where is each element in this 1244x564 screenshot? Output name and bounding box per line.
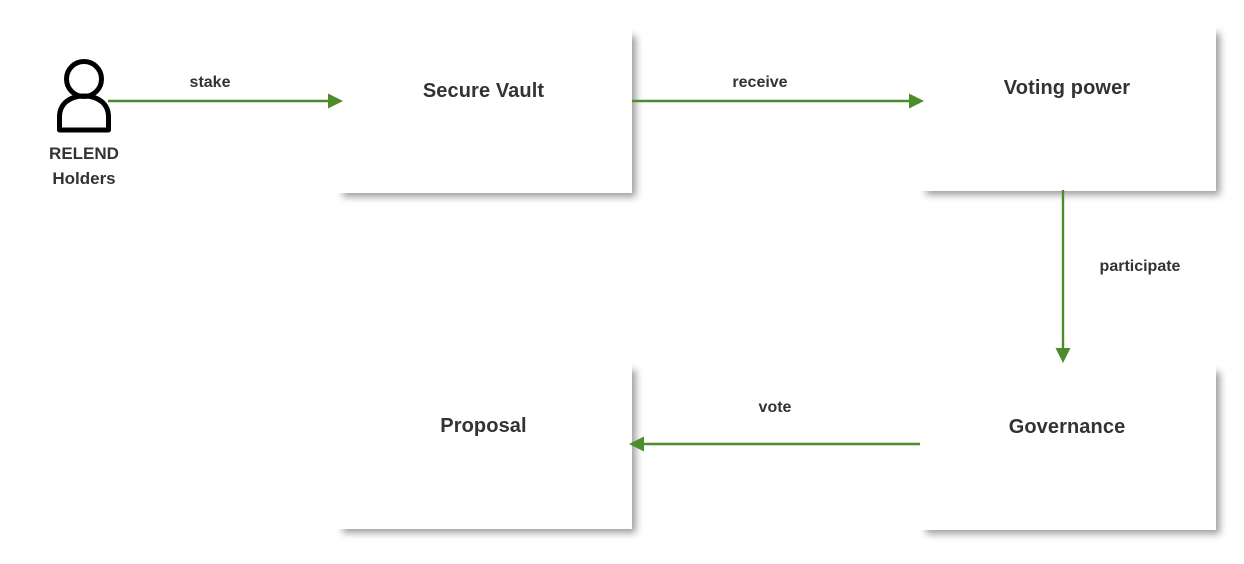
edge-label-vote: vote (758, 399, 792, 416)
actor-caption-line-1: RELEND (49, 144, 119, 163)
node-proposal[interactable]: Proposal (335, 362, 632, 529)
node-label-governance: Governance (1008, 416, 1126, 438)
edge-participate-arrow (1055, 190, 1071, 363)
node-voting-power[interactable]: Voting power (918, 25, 1216, 191)
edge-vote-arrow (629, 436, 920, 452)
edge-label-receive: receive (732, 74, 788, 91)
node-label-voting-power: Voting power (1003, 77, 1131, 99)
node-label-proposal: Proposal (440, 414, 527, 437)
person-icon (20, 58, 148, 138)
edge-label-participate: participate (1099, 258, 1181, 275)
node-label-secure-vault: Secure Vault (422, 79, 545, 102)
actor-relend-holders[interactable]: RELEND Holders (20, 58, 148, 198)
edge-receive-arrow (632, 93, 924, 109)
actor-caption: RELEND Holders (20, 142, 148, 191)
actor-caption-line-2: Holders (52, 168, 116, 188)
edge-label-stake: stake (189, 74, 231, 91)
node-secure-vault[interactable]: Secure Vault (335, 28, 632, 193)
node-governance[interactable]: Governance (918, 364, 1216, 530)
